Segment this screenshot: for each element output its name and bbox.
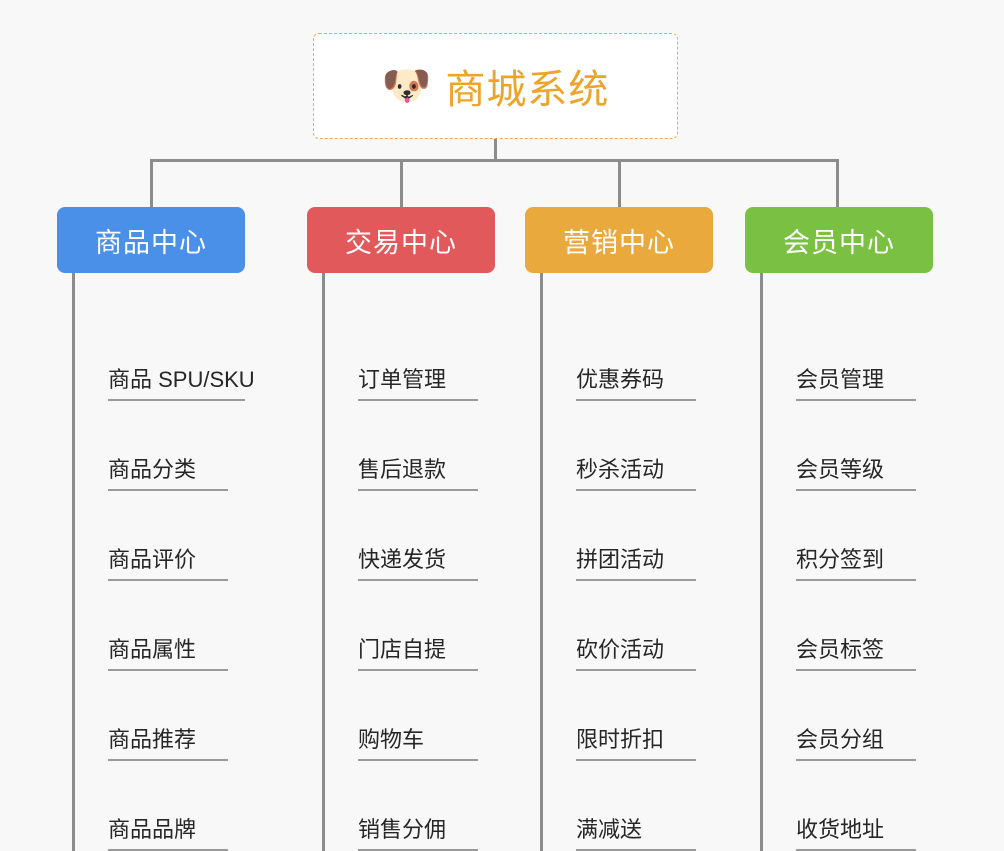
list-item[interactable]: 收货地址	[763, 761, 933, 851]
list-item-label: 购物车	[358, 722, 478, 761]
list-item[interactable]: 会员标签	[763, 581, 933, 671]
list-item-label: 砍价活动	[576, 632, 696, 671]
list-item[interactable]: 商品属性	[75, 581, 245, 671]
branch-column-2: 交易中心 订单管理 售后退款 快递发货 门店自提 购物车 销售分佣	[307, 207, 495, 851]
list-item[interactable]: 会员等级	[763, 401, 933, 491]
list-item-label: 会员管理	[796, 362, 916, 401]
connector-drop-4	[836, 159, 839, 207]
list-item[interactable]: 积分签到	[763, 491, 933, 581]
branch-header-4[interactable]: 会员中心	[745, 207, 933, 273]
list-item-label: 秒杀活动	[576, 452, 696, 491]
list-item[interactable]: 售后退款	[325, 401, 495, 491]
list-item[interactable]: 购物车	[325, 671, 495, 761]
list-item[interactable]: 销售分佣	[325, 761, 495, 851]
list-item[interactable]: 拼团活动	[543, 491, 713, 581]
branch-header-1[interactable]: 商品中心	[57, 207, 245, 273]
root-node[interactable]: 🐶 商城系统	[313, 33, 678, 139]
connector-drop-3	[618, 159, 621, 207]
list-item-label: 优惠券码	[576, 362, 696, 401]
list-item-label: 会员分组	[796, 722, 916, 761]
list-item[interactable]: 满减送	[543, 761, 713, 851]
list-item[interactable]: 砍价活动	[543, 581, 713, 671]
list-item[interactable]: 门店自提	[325, 581, 495, 671]
list-item-label: 商品分类	[108, 452, 228, 491]
list-item-label: 销售分佣	[358, 812, 478, 851]
list-item-label: 拼团活动	[576, 542, 696, 581]
list-item-label: 会员标签	[796, 632, 916, 671]
branch-header-2[interactable]: 交易中心	[307, 207, 495, 273]
branch-header-3[interactable]: 营销中心	[525, 207, 713, 273]
connector-horizontal-bus	[150, 159, 839, 162]
dog-face-icon: 🐶	[381, 64, 432, 108]
connector-drop-1	[150, 159, 153, 207]
list-item-label: 限时折扣	[576, 722, 696, 761]
list-item-label: 商品推荐	[108, 722, 228, 761]
list-item[interactable]: 会员分组	[763, 671, 933, 761]
list-item[interactable]: 会员管理	[763, 273, 933, 401]
list-item-label: 会员等级	[796, 452, 916, 491]
list-item[interactable]: 快递发货	[325, 491, 495, 581]
list-item[interactable]: 限时折扣	[543, 671, 713, 761]
list-item[interactable]: 商品 SPU/SKU	[75, 273, 255, 401]
list-item[interactable]: 商品分类	[75, 401, 245, 491]
branch-items-4: 会员管理 会员等级 积分签到 会员标签 会员分组 收货地址	[760, 273, 933, 851]
connector-root-vertical	[494, 139, 497, 161]
connector-drop-2	[400, 159, 403, 207]
list-item-label: 商品品牌	[108, 812, 228, 851]
branch-items-1: 商品 SPU/SKU 商品分类 商品评价 商品属性 商品推荐 商品品牌	[72, 273, 255, 851]
list-item-label: 商品评价	[108, 542, 228, 581]
list-item-label: 收货地址	[796, 812, 916, 851]
root-title: 商城系统	[445, 68, 610, 112]
list-item-label: 满减送	[576, 812, 696, 851]
list-item-label: 订单管理	[358, 362, 478, 401]
list-item[interactable]: 商品评价	[75, 491, 245, 581]
branch-items-2: 订单管理 售后退款 快递发货 门店自提 购物车 销售分佣	[322, 273, 495, 851]
list-item-label: 积分签到	[796, 542, 916, 581]
branch-column-4: 会员中心 会员管理 会员等级 积分签到 会员标签 会员分组 收货地址	[745, 207, 933, 851]
branch-column-1: 商品中心 商品 SPU/SKU 商品分类 商品评价 商品属性 商品推荐 商品品牌	[57, 207, 255, 851]
list-item[interactable]: 商品推荐	[75, 671, 245, 761]
list-item-label: 商品属性	[108, 632, 228, 671]
branch-column-3: 营销中心 优惠券码 秒杀活动 拼团活动 砍价活动 限时折扣 满减送	[525, 207, 713, 851]
list-item-label: 商品 SPU/SKU	[108, 362, 255, 401]
list-item[interactable]: 商品品牌	[75, 761, 245, 851]
list-item[interactable]: 订单管理	[325, 273, 495, 401]
list-item-label: 售后退款	[358, 452, 478, 491]
list-item[interactable]: 优惠券码	[543, 273, 713, 401]
branch-items-3: 优惠券码 秒杀活动 拼团活动 砍价活动 限时折扣 满减送	[540, 273, 713, 851]
list-item[interactable]: 秒杀活动	[543, 401, 713, 491]
list-item-label: 快递发货	[358, 542, 478, 581]
list-item-label: 门店自提	[358, 632, 478, 671]
